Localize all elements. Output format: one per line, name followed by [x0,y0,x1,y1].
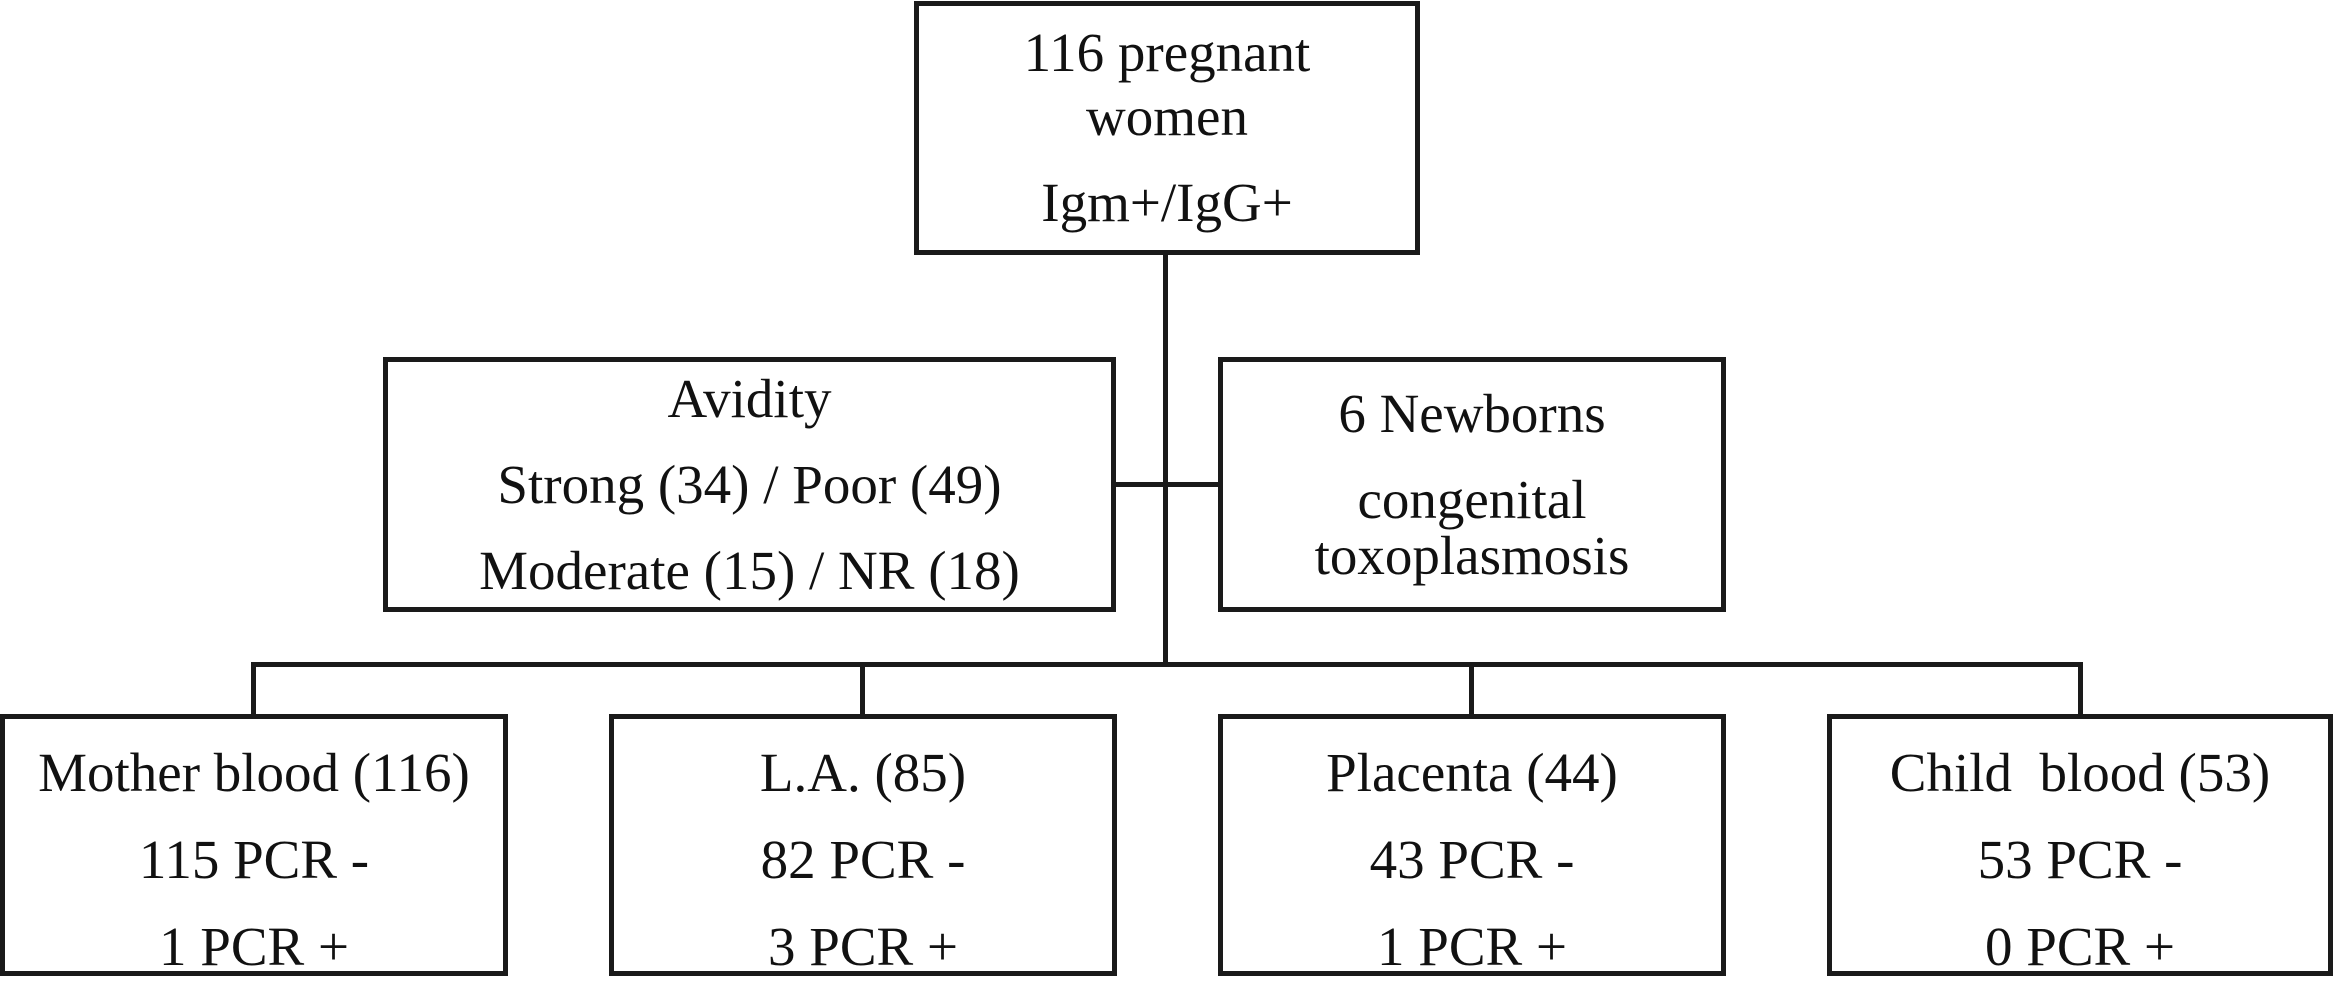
newborns-line-2: congenital [1357,469,1587,530]
pregnant-women-node: 116 pregnant women Igm+/IgG+ [914,1,1420,255]
sample-pcr-negative: 43 PCR - [1369,829,1575,890]
sample-pcr-positive: 0 PCR + [1985,916,2175,977]
root-line-3: Igm+/IgG+ [1041,172,1293,233]
sample-node-child-blood: Child blood (53) 53 PCR - 0 PCR + [1827,714,2333,977]
drop-placenta-connector [1469,662,1474,714]
sample-node-la: L.A. (85) 82 PCR - 3 PCR + [609,714,1117,977]
drop-child-connector [2078,662,2083,714]
sample-pcr-positive: 1 PCR + [159,916,349,977]
root-line-2: women [1086,86,1248,147]
trunk-connector [1163,255,1168,667]
root-line-1: 116 pregnant [1023,22,1311,83]
avidity-line-2: Strong (34) / Poor (49) [497,453,1002,515]
sample-title: Child blood (53) [1889,742,2271,803]
avidity-line-3: Moderate (15) / NR (18) [479,539,1020,601]
sample-node-placenta: Placenta (44) 43 PCR - 1 PCR + [1218,714,1726,977]
drop-la-connector [860,662,865,714]
drop-mother-connector [251,662,256,714]
sample-pcr-positive: 1 PCR + [1377,916,1567,977]
newborns-line-3: toxoplasmosis [1314,525,1630,586]
avidity-node: Avidity Strong (34) / Poor (49) Moderate… [383,357,1116,612]
sample-title: Mother blood (116) [38,742,470,803]
sample-title: L.A. (85) [759,742,967,803]
newborns-node: 6 Newborns congenital toxoplasmosis [1218,357,1726,612]
sample-pcr-negative: 115 PCR - [138,829,370,890]
sample-node-mother-blood: Mother blood (116) 115 PCR - 1 PCR + [0,714,508,977]
newborns-line-1: 6 Newborns [1338,383,1606,444]
sample-bus-connector [251,662,2083,667]
sample-title: Placenta (44) [1326,742,1618,803]
avidity-title: Avidity [667,367,832,429]
sample-pcr-negative: 82 PCR - [760,829,966,890]
sample-pcr-negative: 53 PCR - [1977,829,2183,890]
sample-pcr-positive: 3 PCR + [768,916,958,977]
avidity-connector [1116,482,1218,487]
